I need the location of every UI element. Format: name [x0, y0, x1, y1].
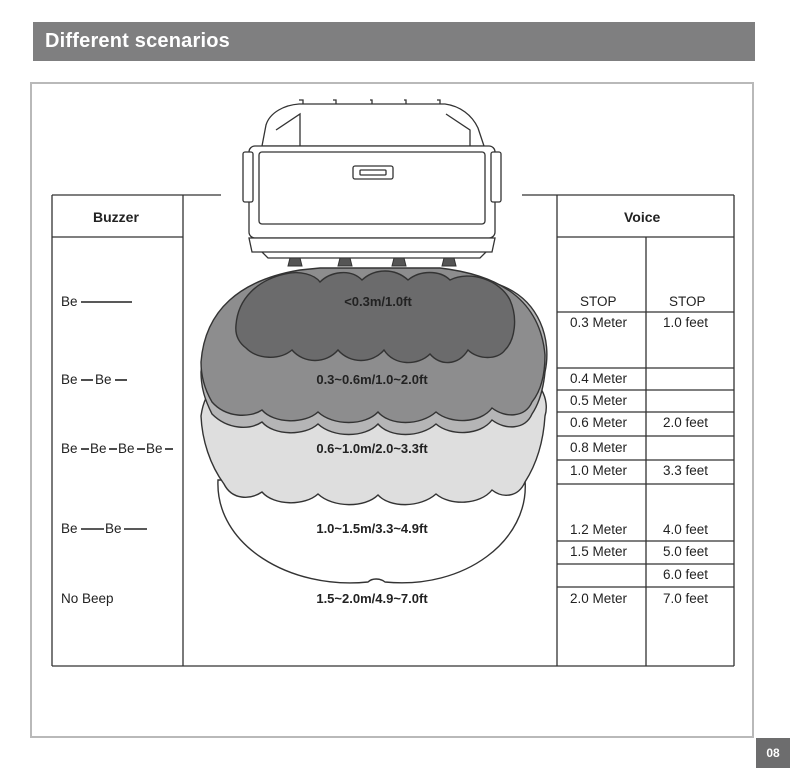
voice-feet: 1.0 feet — [663, 315, 709, 330]
buzzer-pattern-3-beep: Be — [118, 441, 135, 456]
buzzer-pattern-3-beep: Be — [61, 441, 78, 456]
voice-meter: 1.5 Meter — [570, 544, 628, 559]
voice-meter: 0.8 Meter — [570, 440, 628, 455]
zone-label-4: 1.0~1.5m/3.3~4.9ft — [316, 521, 428, 536]
voice-feet: 4.0 feet — [663, 522, 709, 537]
zone-shape-5 — [217, 479, 526, 584]
buzzer-pattern-3-beep: Be — [146, 441, 163, 456]
buzzer-pattern-2-beep: Be — [61, 372, 78, 387]
buzzer-header: Buzzer — [93, 209, 139, 225]
buzzer-pattern-3-beep: Be — [90, 441, 107, 456]
voice-feet: 2.0 feet — [663, 415, 709, 430]
voice-meter: 0.6 Meter — [570, 415, 628, 430]
zone-shape-1 — [235, 270, 516, 364]
voice-meter: 1.0 Meter — [570, 463, 628, 478]
voice-stop-meter: STOP — [580, 294, 617, 309]
buzzer-pattern-1: Be — [61, 294, 78, 309]
zone-label-5: 1.5~2.0m/4.9~7.0ft — [316, 591, 428, 606]
voice-meter: 2.0 Meter — [570, 591, 628, 606]
zone-label-3: 0.6~1.0m/2.0~3.3ft — [316, 441, 428, 456]
voice-feet: 6.0 feet — [663, 567, 709, 582]
zone-label-2: 0.3~0.6m/1.0~2.0ft — [316, 372, 428, 387]
zone-label-1: <0.3m/1.0ft — [344, 294, 412, 309]
voice-feet: 7.0 feet — [663, 591, 709, 606]
buzzer-no-beep: No Beep — [61, 591, 114, 606]
page-number: 08 — [756, 738, 790, 768]
voice-meter: 0.3 Meter — [570, 315, 628, 330]
table-grid — [51, 194, 735, 667]
section-title: Different scenarios — [45, 30, 230, 52]
voice-feet: 5.0 feet — [663, 544, 709, 559]
voice-meter: 1.2 Meter — [570, 522, 628, 537]
buzzer-pattern-4-beep: Be — [61, 521, 78, 536]
parking-sensor-icons — [287, 257, 457, 267]
buzzer-pattern-4-beep: Be — [105, 521, 122, 536]
content-frame — [30, 82, 754, 738]
section-header: Different scenarios — [33, 22, 755, 61]
truck-icon — [242, 99, 502, 259]
voice-meter: 0.5 Meter — [570, 393, 628, 408]
buzzer-pattern-2-beep: Be — [95, 372, 112, 387]
voice-header: Voice — [624, 209, 661, 225]
voice-feet: 3.3 feet — [663, 463, 709, 478]
buzzer-beep-dashes — [81, 301, 173, 530]
voice-meter: 0.4 Meter — [570, 371, 628, 386]
voice-stop-feet: STOP — [669, 294, 706, 309]
